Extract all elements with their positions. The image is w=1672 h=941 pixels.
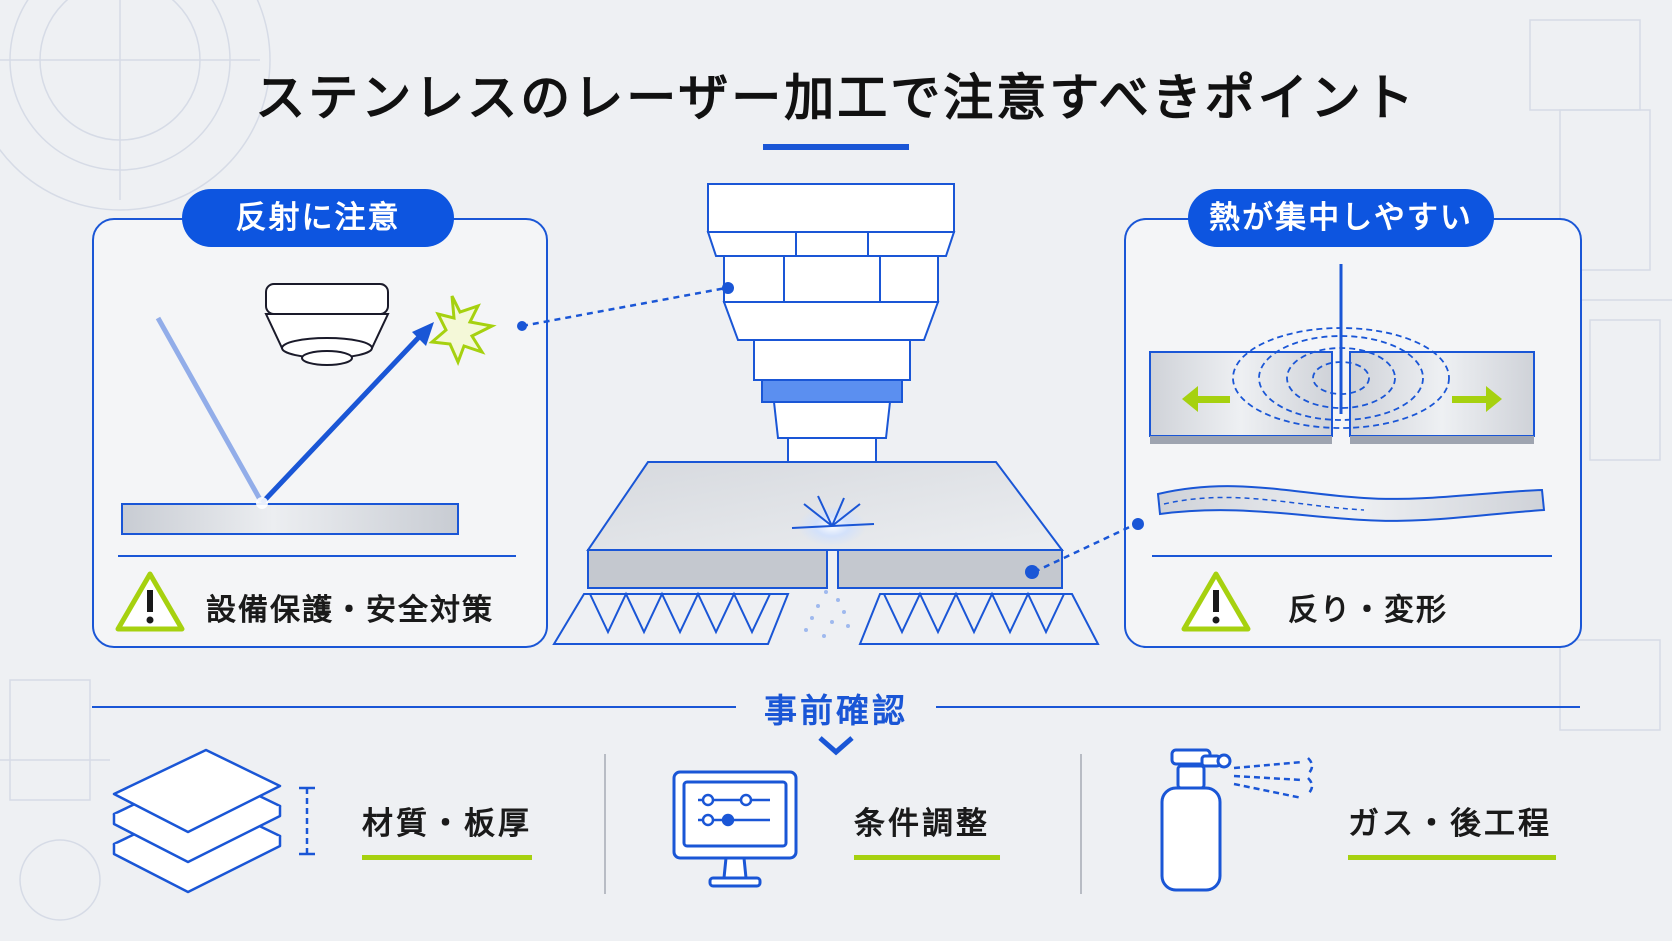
heat-rings [1232, 327, 1450, 429]
laser-cutting-illustration [552, 183, 1100, 645]
section-label: 事前確認 [736, 684, 936, 732]
heat-badge: 熱が集中しやすい [1188, 189, 1494, 247]
connector-reflection [521, 286, 727, 328]
warped-plate [1156, 485, 1546, 522]
check-underline-conditions [854, 855, 1000, 860]
heated-plate-left [1149, 351, 1333, 437]
monitor-sliders-icon [672, 770, 798, 888]
title-underline [763, 144, 909, 150]
reflection-badge: 反射に注意 [182, 189, 454, 247]
stacked-plates-icon [112, 748, 315, 894]
small-laser-head-icon [264, 283, 390, 366]
gas-cylinder-icon [1160, 748, 1314, 892]
reflective-plate [121, 503, 459, 535]
incident-beam [155, 316, 265, 505]
dross-spray [804, 590, 850, 638]
check-label-material: 材質・板厚 [362, 806, 532, 842]
column-divider [604, 754, 606, 894]
reflected-beam [260, 334, 422, 505]
connector-heat [1033, 522, 1137, 574]
page-title: ステンレスのレーザー加工で注意すべきポイント [255, 69, 1417, 127]
expansion-arrow-right-icon [1452, 386, 1502, 412]
heat-caption: 反り・変形 [1288, 593, 1448, 628]
cut-sparks [791, 495, 875, 529]
check-underline-gas [1348, 855, 1556, 860]
reflection-arrowhead [412, 322, 434, 346]
check-underline-material [362, 855, 532, 860]
chevron-down-icon [818, 736, 854, 756]
spark-icon [428, 295, 497, 366]
reflection-illustration [115, 283, 516, 632]
laser-head-icon [706, 183, 956, 485]
check-label-gas: ガス・後工程 [1348, 806, 1552, 842]
warning-icon [1181, 571, 1251, 632]
heat-illustration [1149, 264, 1552, 632]
reflection-caption: 設備保護・安全対策 [206, 593, 494, 628]
column-divider [1080, 754, 1082, 894]
support-slats [552, 591, 1100, 645]
warning-icon [115, 571, 185, 632]
check-label-conditions: 条件調整 [854, 806, 990, 842]
expansion-arrow-left-icon [1182, 386, 1230, 412]
heated-plate-right [1349, 351, 1535, 437]
